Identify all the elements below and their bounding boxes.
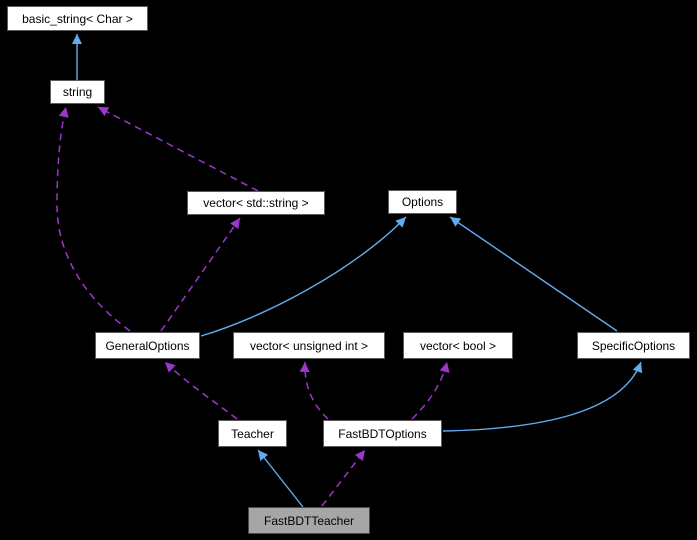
node-vector-unsigned-int[interactable]: vector< unsigned int > <box>233 332 385 359</box>
node-fastbdt-teacher[interactable]: FastBDTTeacher <box>248 507 370 534</box>
edge-generaloptions-to-vectorstring <box>160 217 241 332</box>
node-fastbdt-options[interactable]: FastBDTOptions <box>323 420 442 447</box>
node-general-options[interactable]: GeneralOptions <box>95 332 200 359</box>
node-vector-std-string[interactable]: vector< std::string > <box>187 191 325 215</box>
node-vector-bool[interactable]: vector< bool > <box>403 332 513 359</box>
edge-fastbdtoptions-to-specificoptions <box>442 361 643 432</box>
node-options[interactable]: Options <box>388 190 457 214</box>
edge-generaloptions-to-options <box>200 216 407 337</box>
edge-specificoptions-to-options <box>449 216 618 332</box>
edge-vectorstring-to-string <box>97 106 259 192</box>
node-string[interactable]: string <box>50 80 105 104</box>
edge-fastbdtteacher-to-teacher <box>257 449 304 508</box>
edge-fastbdtteacher-to-fastbdtoptions <box>321 449 366 507</box>
node-basic-string-char[interactable]: basic_string< Char > <box>7 6 148 31</box>
edge-fastbdtoptions-to-vectorbool <box>411 361 450 420</box>
node-specific-options[interactable]: SpecificOptions <box>577 332 690 359</box>
edge-fastbdtoptions-to-vectorunsignedint <box>299 361 329 420</box>
edge-generaloptions-to-string <box>56 106 131 332</box>
node-teacher[interactable]: Teacher <box>218 420 287 447</box>
edge-teacher-to-generaloptions <box>164 361 238 420</box>
